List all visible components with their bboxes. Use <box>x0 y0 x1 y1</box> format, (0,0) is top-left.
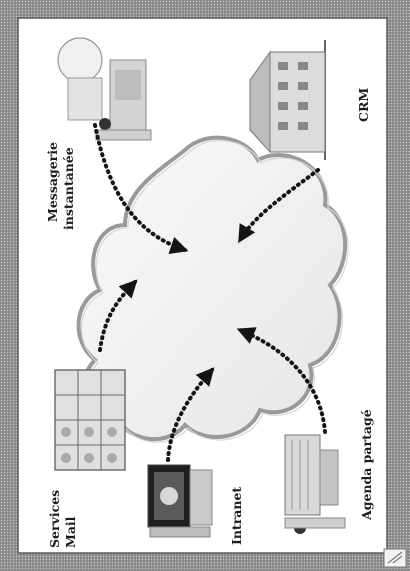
arrow-mail <box>98 279 138 352</box>
resize-handle-icon <box>383 548 407 568</box>
calendar-computer-icon <box>284 434 346 534</box>
connector-arrows <box>93 123 327 462</box>
arrow-intranet <box>166 367 215 462</box>
messaging-label-line2: instantanée <box>61 147 76 230</box>
arrow-crm <box>238 168 320 244</box>
agenda-label: Agenda partagé <box>359 409 374 520</box>
intranet-label: Intranet <box>229 486 244 545</box>
mail-label-line2: Mail <box>63 516 78 548</box>
office-building-icon <box>249 40 326 160</box>
mailbox-grid-icon <box>54 369 126 471</box>
monitor-user-icon <box>147 464 213 538</box>
crm-label: CRM <box>356 87 371 122</box>
arrow-messaging <box>93 123 189 254</box>
messaging-label-line1: Messagerie <box>45 142 60 222</box>
mail-label-line1: Services <box>47 489 62 548</box>
arrow-agenda <box>236 327 327 434</box>
cloud-icon <box>76 135 349 443</box>
user-at-computer-icon <box>57 37 152 141</box>
